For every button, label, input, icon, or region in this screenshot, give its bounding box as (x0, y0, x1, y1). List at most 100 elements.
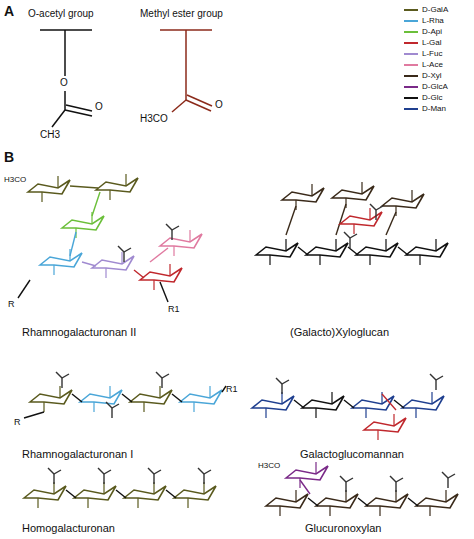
structure-label: Galactoglucomannan (300, 448, 404, 460)
glycosidic-bond (70, 186, 98, 188)
glycosidic-bond (70, 232, 76, 256)
sugar-ring (366, 494, 408, 508)
structure-label: Rhamnogalacturonan I (22, 448, 133, 460)
glycosidic-bond (198, 468, 204, 474)
ring-bond (411, 190, 412, 202)
sugar-ring (332, 186, 374, 200)
ring-bond (105, 268, 106, 278)
ring-bond (295, 490, 296, 502)
sugar-ring (256, 243, 298, 257)
sugar-ring (282, 188, 324, 202)
glycosidic-bond (153, 474, 154, 484)
ring-bond (121, 252, 122, 264)
glycosidic-bond (348, 247, 358, 255)
ring-bond (43, 402, 44, 412)
structure-label: H3CO (258, 462, 280, 471)
ring-bond (369, 208, 370, 220)
glycosidic-bond (448, 474, 455, 478)
glycosidic-bond (370, 204, 376, 210)
ring-bond (429, 506, 430, 516)
ring-bond (419, 255, 420, 265)
glycosidic-bond (447, 478, 448, 488)
glycosidic-bond (98, 468, 104, 474)
sugar-ring (416, 494, 458, 508)
ring-bond (189, 230, 190, 242)
legend-swatch (404, 9, 418, 11)
ring-bond (209, 386, 210, 398)
structure-label: O (95, 101, 103, 112)
glycosidic-bond (104, 470, 111, 474)
legend-swatch (404, 86, 418, 88)
ring-bond (265, 408, 266, 418)
ring-bond (445, 490, 446, 502)
ring-bond (57, 176, 58, 188)
ring-bond (285, 239, 286, 251)
ring-bond (315, 462, 316, 474)
glycosidic-bond (394, 400, 404, 408)
glycosidic-bond (172, 226, 179, 230)
glycosidic-bond (344, 232, 350, 238)
structure-label: O (215, 99, 223, 110)
legend-row: L-Gal (404, 39, 442, 48)
structure-label: Glucuronoxylan (305, 522, 381, 534)
legend-swatch (404, 53, 418, 55)
glycosidic-bond (340, 476, 346, 482)
sugar-ring (252, 396, 294, 410)
legend-swatch (404, 108, 418, 110)
glycosidic-bond (286, 206, 296, 235)
panel-letter: A (4, 4, 14, 19)
legend-row: L-Fuc (404, 50, 442, 59)
glycosidic-bond (386, 212, 396, 235)
sugar-ring (24, 486, 66, 500)
methyl-ester-sketch (160, 30, 212, 112)
glycosidic-bond (166, 490, 176, 498)
glycosidic-bond (54, 470, 61, 474)
sugar-ring (40, 253, 82, 267)
glycosidic-bond (382, 394, 396, 410)
glycosidic-bond (103, 474, 104, 484)
glycosidic-bond (124, 248, 131, 252)
ring-bond (143, 402, 144, 412)
sugar-ring (352, 396, 394, 410)
glycosidic-bond (82, 262, 96, 266)
sugar-ring (160, 234, 202, 248)
sugar-ring (302, 396, 344, 410)
legend-text: L-Fuc (422, 50, 442, 59)
ring-bond (361, 182, 362, 194)
glycosidic-bond (376, 206, 383, 210)
glycosidic-bond (56, 372, 62, 378)
glycosidic-bond (156, 372, 162, 378)
ring-bond (59, 386, 60, 398)
legend-swatch (404, 75, 418, 77)
glycosidic-bond (408, 498, 418, 506)
ring-bond (335, 239, 336, 251)
glycosidic-bond (349, 238, 350, 248)
glycosidic-bond (375, 210, 376, 220)
legend-text: D-Api (422, 28, 442, 37)
glycosidic-bond (111, 408, 112, 418)
ring-bond (385, 239, 386, 251)
ring-bond (279, 506, 280, 516)
sugar-ring (74, 486, 116, 500)
legend-row: L-Ace (404, 61, 443, 70)
glycosidic-bond (161, 378, 162, 388)
glycosidic-bond (18, 280, 30, 298)
sugar-ring (130, 390, 172, 404)
glycosidic-bond (150, 248, 168, 262)
ring-bond (435, 239, 436, 251)
structure-label: H3CO (4, 176, 26, 185)
ring-bond (329, 506, 330, 516)
sugar-ring (96, 178, 138, 192)
glycosidic-bond (172, 394, 182, 402)
ring-bond (93, 402, 94, 412)
legend-row: D-GalA (404, 6, 448, 15)
o-acetyl-sketch (40, 30, 92, 127)
glycosidic-bond (62, 374, 69, 378)
glycosidic-bond (308, 498, 318, 506)
ring-bond (315, 408, 316, 418)
glycosidic-bond (276, 378, 282, 384)
glycosidic-bond (53, 474, 54, 484)
glycosidic-bond (162, 374, 169, 378)
ring-bond (369, 255, 370, 265)
legend-row: D-Man (404, 105, 446, 114)
